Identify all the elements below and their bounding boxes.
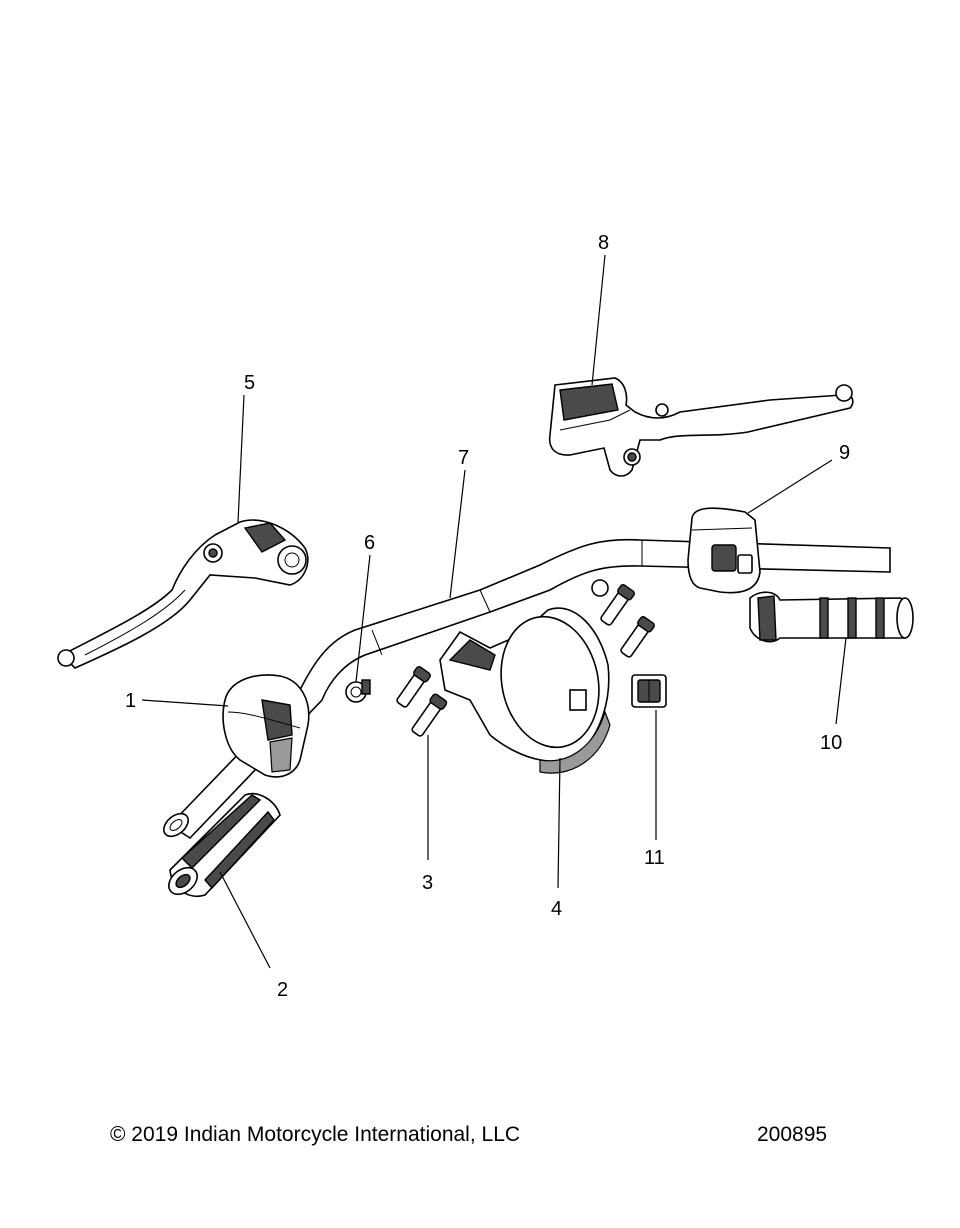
brake-master-cylinder [548, 377, 854, 477]
callout-3: 3 [422, 872, 433, 894]
right-switch-housing [687, 507, 761, 594]
leader-6 [355, 554, 371, 683]
leader-1 [141, 699, 229, 707]
callout-labels: 1 2 3 4 5 6 7 8 9 10 11 [125, 232, 850, 1001]
leader-2 [219, 871, 271, 969]
leader-7 [449, 469, 466, 599]
leader-8 [591, 254, 606, 386]
mounting-screws [396, 579, 655, 737]
leader-4 [557, 757, 561, 889]
riser-housing [439, 607, 611, 774]
leader-9 [747, 459, 833, 514]
drawing-number: 200895 [757, 1123, 828, 1146]
leader-lines [141, 254, 847, 969]
leader-5 [237, 394, 245, 523]
callout-10: 10 [820, 732, 842, 754]
left-switch-housing [222, 674, 310, 778]
callout-2: 2 [277, 979, 288, 1001]
leader-10 [835, 637, 847, 725]
left-grip [168, 793, 281, 897]
callout-6: 6 [364, 532, 375, 554]
callout-7: 7 [458, 447, 469, 469]
callout-5: 5 [244, 372, 255, 394]
callout-11: 11 [644, 847, 665, 869]
electrical-connector [631, 674, 667, 708]
callout-1: 1 [125, 690, 136, 712]
cable-clip [345, 679, 371, 703]
callout-8: 8 [598, 232, 609, 254]
handlebar [163, 538, 891, 840]
callout-9: 9 [839, 442, 850, 464]
clutch-lever [57, 519, 309, 669]
copyright-notice: © 2019 Indian Motorcycle International, … [110, 1123, 521, 1146]
right-grip [749, 591, 914, 643]
callout-4: 4 [551, 898, 562, 920]
